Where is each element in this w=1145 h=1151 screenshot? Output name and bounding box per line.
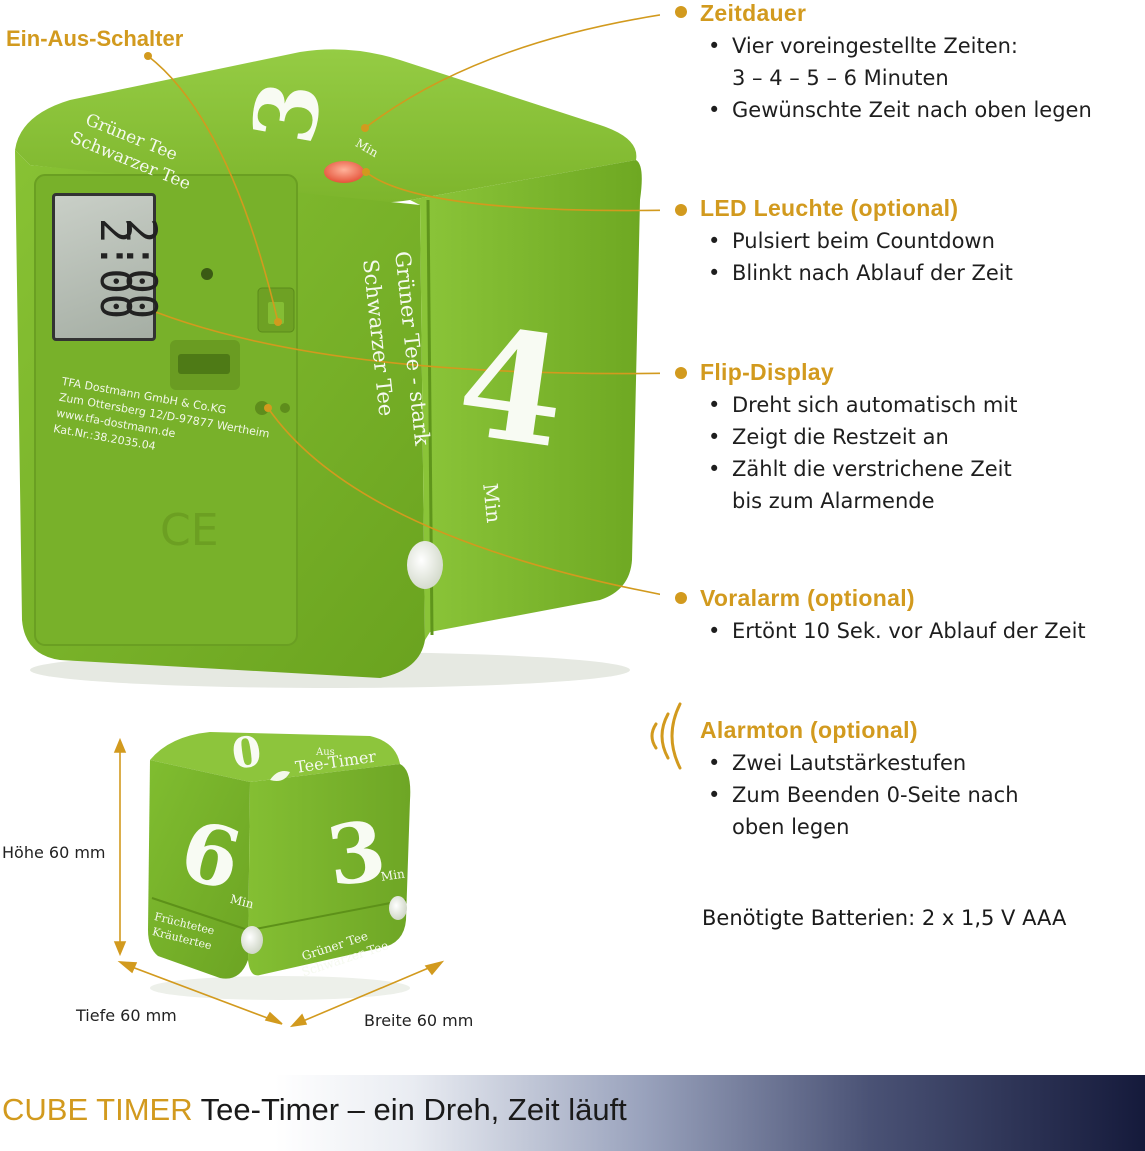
leaf-icon	[270, 771, 290, 781]
feature-title-flip-display: Flip-Display	[700, 359, 834, 385]
prealarm-button	[407, 541, 443, 589]
feature-title-voralarm: Voralarm (optional)	[700, 585, 915, 611]
banner-text: CUBE TIMER Tee-Timer – ein Dreh, Zeit lä…	[2, 1092, 627, 1128]
large-cube-side-unit: Min	[478, 482, 507, 525]
cube-side-face	[410, 160, 642, 640]
cube-top-face	[15, 49, 637, 203]
list-item: Dreht sich automatisch mit	[702, 389, 1017, 421]
dimension-depth: Tiefe 60 mm	[76, 1006, 177, 1025]
list-item: Ertönt 10 Sek. vor Ablauf der Zeit	[702, 615, 1086, 647]
small-cube-top-aus: Aus	[316, 747, 335, 758]
svg-text:CE: CE	[160, 505, 219, 556]
list-item: Zum Beenden 0-Seite nach	[702, 779, 1019, 811]
feature-title-alarmton: Alarmton (optional)	[700, 717, 918, 743]
list-item: Zeigt die Restzeit an	[702, 421, 1017, 453]
list-item: oben legen	[732, 815, 850, 839]
list-item: Blinkt nach Ablauf der Zeit	[702, 257, 1013, 289]
list-item: Zählt die verstrichene Zeit	[702, 453, 1017, 485]
feature-list-voralarm: Ertönt 10 Sek. vor Ablauf der Zeit	[702, 615, 1086, 647]
brand-name: CUBE TIMER	[2, 1092, 193, 1127]
led-light	[324, 161, 364, 183]
feature-list-zeitdauer: Vier voreingestellte Zeiten: 3 – 4 – 5 –…	[702, 30, 1092, 126]
dimension-arrows	[113, 737, 445, 1028]
flip-display: 2:00 2:00	[52, 193, 166, 341]
battery-info: Benötigte Batterien: 2 x 1,5 V AAA	[702, 906, 1067, 930]
feature-list-led: Pulsiert beim Countdown Blinkt nach Abla…	[702, 225, 1013, 289]
feature-list-flip-display: Dreht sich automatisch mit Zeigt die Res…	[702, 389, 1017, 517]
list-item: bis zum Alarmende	[732, 489, 935, 513]
lcd-digits-right: 2:00	[117, 217, 167, 320]
feature-title-zeitdauer: Zeitdauer	[700, 0, 807, 26]
sound-waves-icon	[650, 702, 682, 770]
dimension-width: Breite 60 mm	[364, 1011, 474, 1030]
small-cube-illustration	[148, 732, 411, 1000]
list-item: Vier voreingestellte Zeiten:	[702, 30, 1092, 62]
list-item: Zwei Lautstärkestufen	[702, 747, 1019, 779]
banner-tagline: Tee-Timer – ein Dreh, Zeit läuft	[192, 1092, 627, 1127]
list-item: Gewünschte Zeit nach oben legen	[702, 94, 1092, 126]
dimension-height: Höhe 60 mm	[2, 843, 106, 862]
feature-list-alarmton: Zwei Lautstärkestufen Zum Beenden 0-Seit…	[702, 747, 1019, 843]
list-item: Pulsiert beim Countdown	[702, 225, 1013, 257]
feature-title-led: LED Leuchte (optional)	[700, 195, 959, 221]
list-item: 3 – 4 – 5 – 6 Minuten	[732, 66, 949, 90]
switch-callout-title: Ein-Aus-Schalter	[6, 26, 184, 51]
callout-dots	[675, 6, 687, 604]
bottom-banner	[0, 1075, 1145, 1151]
